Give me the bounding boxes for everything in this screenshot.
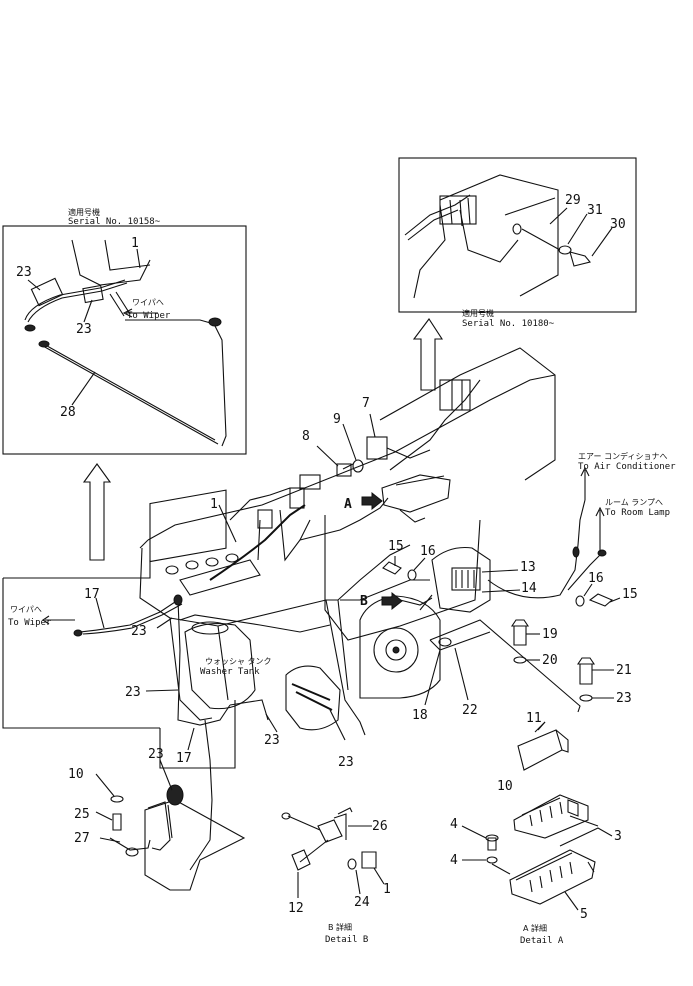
callout-26: 25	[74, 807, 90, 822]
callout-1-detail-b: 26	[372, 819, 388, 834]
callout-3: 11	[526, 711, 542, 726]
detail-a: 11 10 3 4 4 5 A 詳細 Detail A	[450, 711, 622, 946]
arrow-up-right	[412, 318, 444, 391]
callout-25: 23	[148, 747, 164, 762]
callout-10-main: 23	[338, 755, 354, 770]
air-conditioner-label-jp: エアー コンディショナへ	[578, 451, 668, 461]
callout-7: 7	[362, 396, 370, 411]
callout-23-b: 23	[131, 624, 147, 639]
callout-21: 21	[616, 663, 632, 678]
washer-pump-group: 23 10 25 27	[68, 747, 246, 891]
wiper-left-label-jp: ワイパへ	[10, 605, 42, 614]
inset-top-right-caption: Serial No. 10180~	[462, 319, 555, 329]
callout-19: 19	[542, 627, 558, 642]
wiper-left-label: To Wiper	[8, 618, 52, 628]
callout-10-detail: 12	[288, 901, 304, 916]
callout-8: 8	[302, 429, 310, 444]
detail-b-caption-jp: B 詳細	[328, 922, 352, 932]
callout-6: 4	[450, 853, 458, 868]
inset-tl-wiper-label: To Wiper	[127, 311, 171, 321]
callout-9: 9	[333, 412, 341, 427]
callout-23-d: 17	[176, 751, 192, 766]
inset-top-left: 適用号機 Serial No. 10158~ ワイパへ To Wiper 1 2…	[2, 207, 247, 455]
callout-4-b: 3	[614, 829, 622, 844]
view-marker-b: B	[360, 594, 368, 609]
callout-23-a: 17	[84, 587, 100, 602]
callout-23-c: 23	[125, 685, 141, 700]
detail-a-caption: Detail A	[520, 936, 564, 946]
callout-29: 29	[565, 193, 581, 208]
callout-2: 5	[580, 907, 588, 922]
callout-31: 31	[587, 203, 603, 218]
callout-4-a: 10	[497, 779, 513, 794]
callout-1-inset: 1	[131, 236, 139, 251]
callout-5: 4	[450, 817, 458, 832]
arrow-up-left	[82, 463, 112, 561]
detail-b: 26 24 1 12 B 詳細 Detail B	[281, 807, 391, 945]
callout-22: 23	[616, 691, 632, 706]
inset-top-left-caption: Serial No. 10158~	[68, 217, 161, 227]
callout-23-inset-a: 23	[16, 265, 32, 280]
callout-1-main: 1	[210, 497, 218, 512]
callout-12: 24	[354, 895, 370, 910]
callout-20: 20	[542, 653, 558, 668]
inset-tl-wiper-jp: ワイパへ	[132, 298, 164, 307]
callout-27: 10	[68, 767, 84, 782]
callout-30: 30	[610, 217, 626, 232]
callout-15-right: 15	[622, 587, 638, 602]
callout-23-inset-b: 23	[76, 322, 92, 337]
callout-17: 18	[412, 708, 428, 723]
callout-11: 1	[383, 882, 391, 897]
callout-16-right: 16	[588, 571, 604, 586]
main-assembly: 7 9 8 A 1 ウォッシャ タンク Washer Tank 23	[139, 347, 676, 770]
callout-15-left: 15	[388, 539, 404, 554]
callout-16-left: 16	[420, 544, 436, 559]
inset-top-left-caption-jp: 適用号機	[68, 207, 100, 217]
callout-24: 27	[74, 831, 90, 846]
wiper-harness-left: ワイパへ To Wiper 17 23 23 17 23	[2, 560, 331, 871]
air-conditioner-label: To Air Conditioner	[578, 462, 676, 472]
inset-top-right-caption-jp: 適用号機	[462, 308, 494, 318]
detail-b-caption: Detail B	[325, 935, 368, 945]
callout-28: 28	[60, 405, 76, 420]
washer-tank-label: Washer Tank	[200, 667, 260, 677]
detail-a-caption-jp: A 詳細	[523, 923, 547, 933]
callout-13: 13	[520, 560, 536, 575]
callout-23-e: 23	[264, 733, 280, 748]
callout-14: 14	[521, 581, 537, 596]
view-marker-a: A	[344, 497, 352, 512]
room-lamp-label: To Room Lamp	[605, 508, 670, 518]
room-lamp-label-jp: ルーム ランプへ	[605, 498, 663, 507]
inset-top-right: 適用号機 Serial No. 10180~ 29 31 30	[398, 157, 637, 329]
washer-tank-label-jp: ウォッシャ タンク	[205, 657, 272, 666]
callout-18: 22	[462, 703, 478, 718]
